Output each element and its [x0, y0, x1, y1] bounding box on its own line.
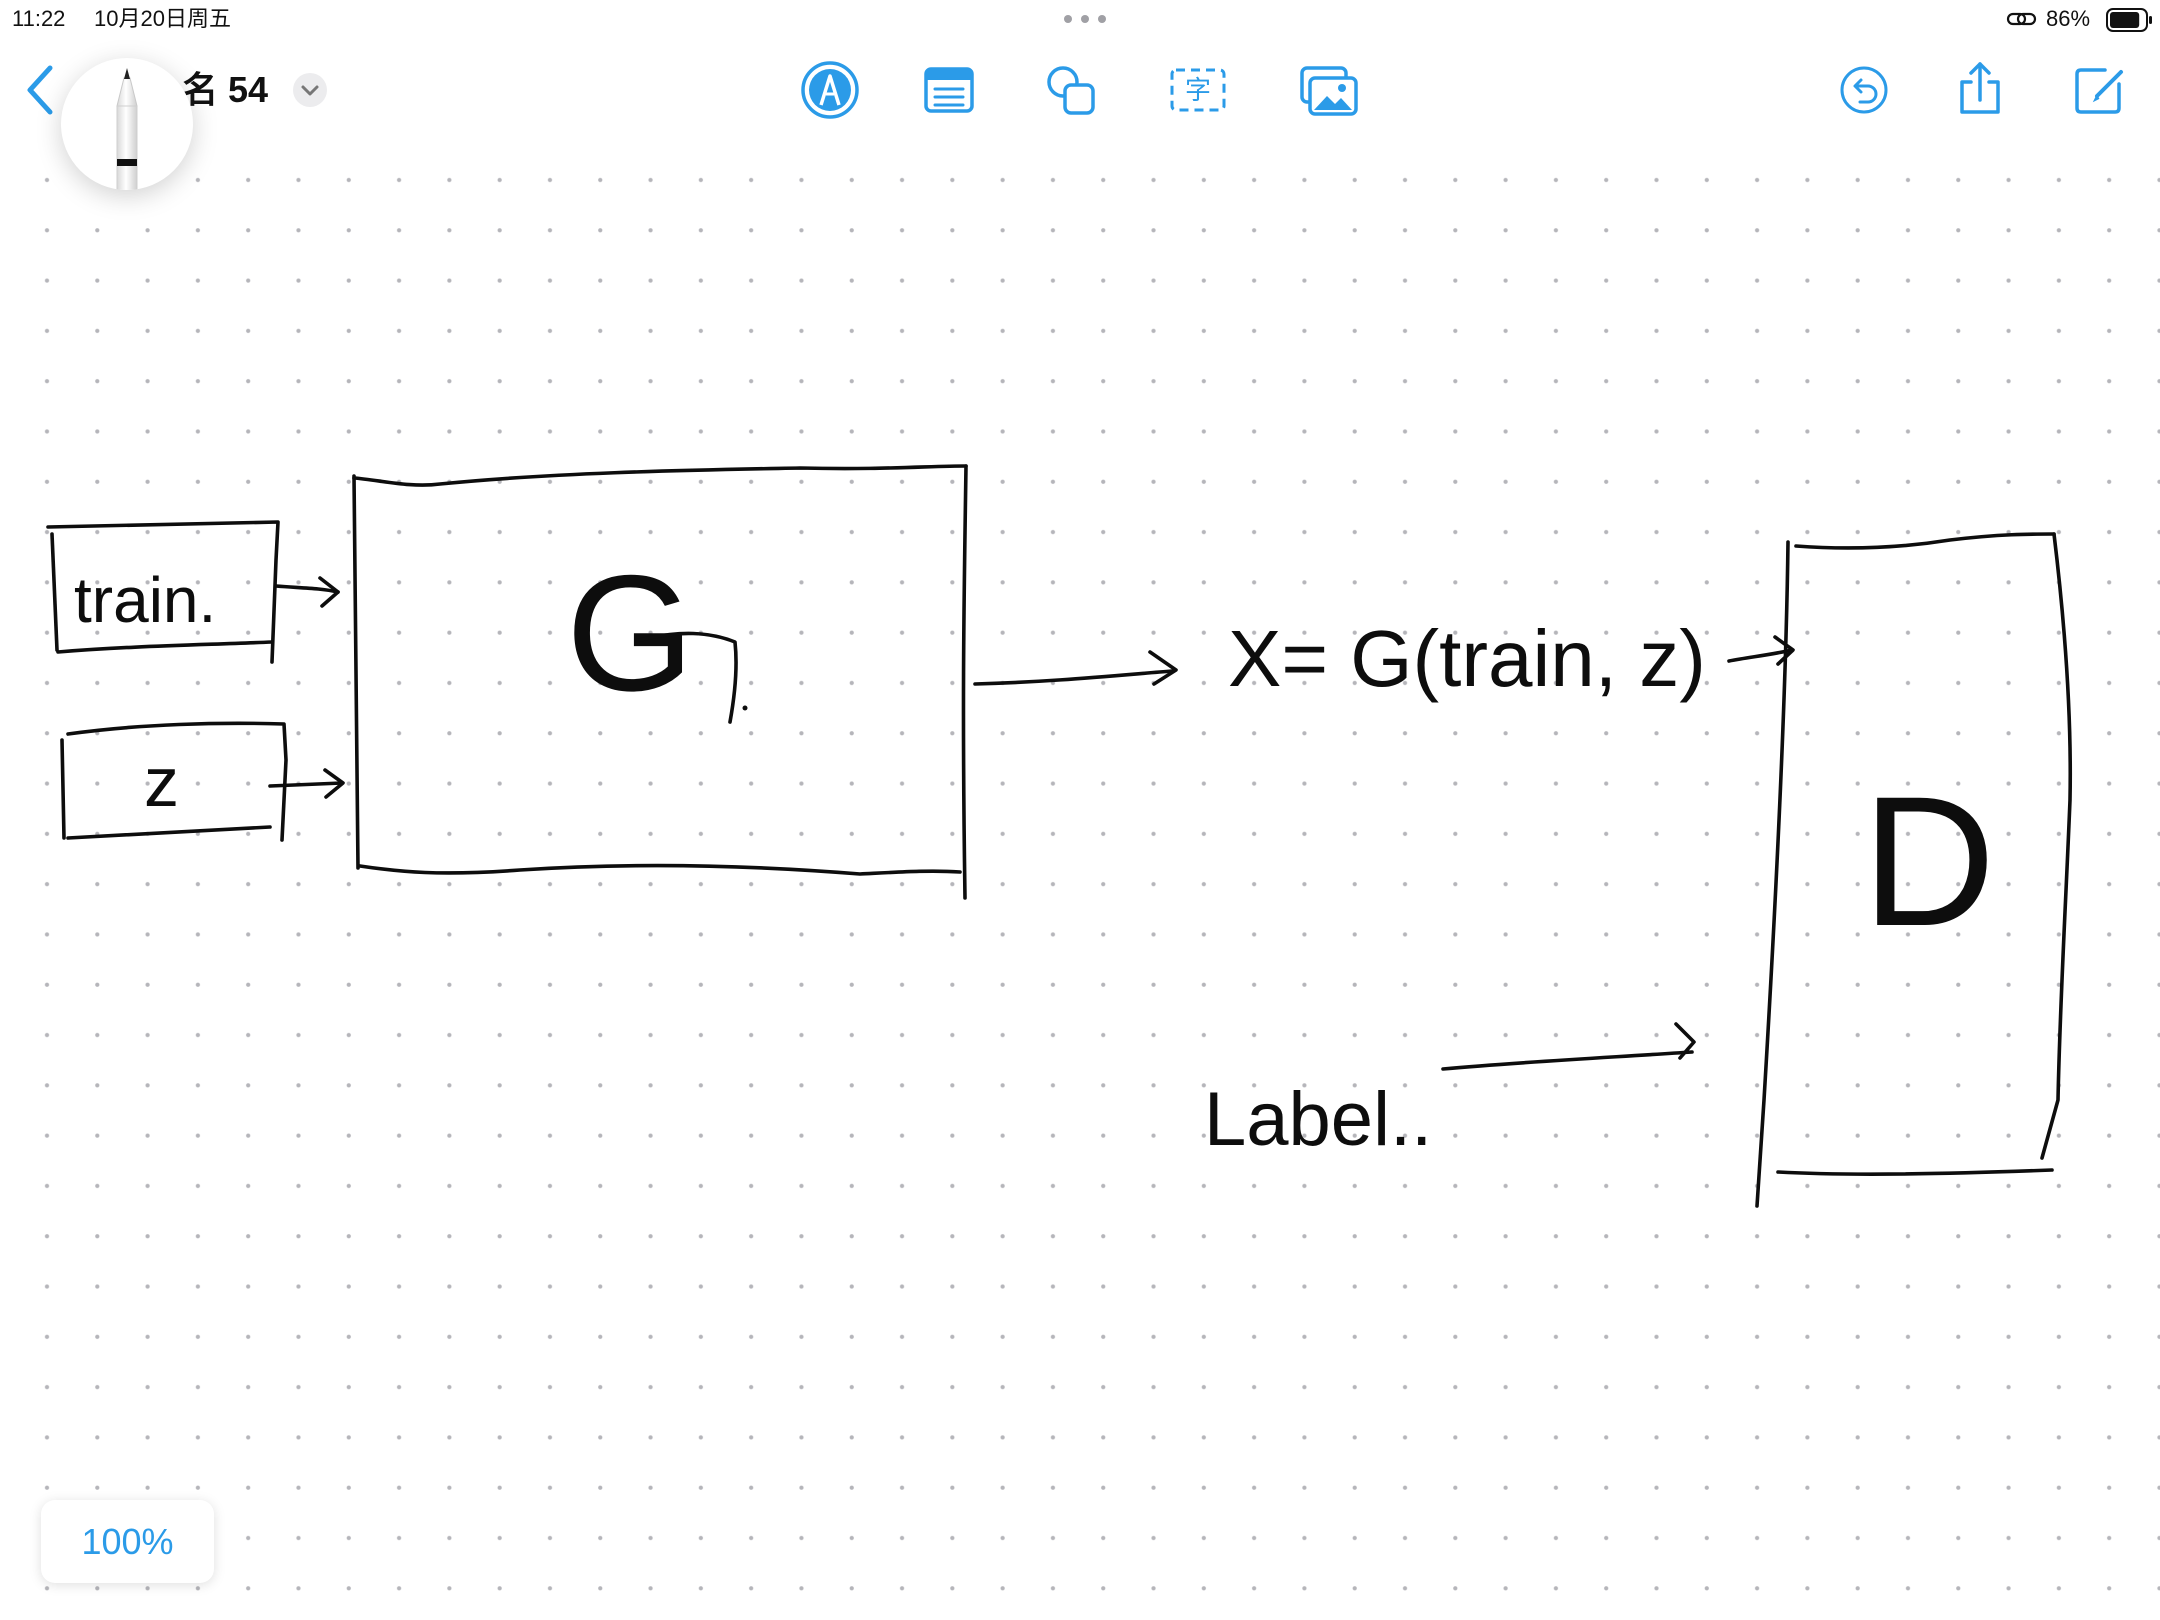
undo-button[interactable]	[1834, 60, 1894, 120]
status-date: 10月20日周五	[94, 6, 231, 31]
text-box-icon: 字	[1170, 68, 1226, 112]
media-button[interactable]	[1299, 60, 1359, 120]
share-button[interactable]	[1950, 60, 2010, 120]
pencil-tool-overlay[interactable]	[61, 58, 193, 190]
pencil-icon	[116, 68, 138, 190]
multitasking-dots-icon[interactable]	[1062, 14, 1108, 24]
share-icon	[1960, 62, 2000, 114]
chevron-down-icon	[301, 85, 319, 96]
text-box-button[interactable]: 字	[1168, 60, 1228, 120]
status-time: 11:22	[12, 6, 66, 31]
board-title[interactable]: 名 54	[182, 69, 269, 110]
pen-tool-button[interactable]	[800, 60, 860, 120]
compose-icon	[2075, 68, 2123, 114]
battery-icon	[2106, 8, 2152, 32]
text-tool-glyph: 字	[1185, 76, 1211, 106]
sticky-note-icon	[924, 67, 974, 113]
sticky-note-button[interactable]	[919, 60, 979, 120]
media-icon	[1300, 66, 1358, 116]
pen-tool-icon	[801, 61, 859, 119]
chevron-left-icon[interactable]	[20, 62, 60, 118]
battery-percent: 86%	[2046, 6, 2091, 31]
link-icon	[2006, 12, 2037, 26]
compose-button[interactable]	[2069, 60, 2129, 120]
title-menu-button[interactable]	[293, 73, 327, 107]
zoom-level: 100%	[81, 1520, 174, 1562]
shapes-button[interactable]	[1040, 60, 1100, 120]
shapes-icon	[1047, 66, 1095, 115]
zoom-level-button[interactable]: 100%	[41, 1500, 214, 1583]
freeform-canvas[interactable]	[0, 150, 2160, 1620]
undo-icon	[1840, 66, 1888, 114]
